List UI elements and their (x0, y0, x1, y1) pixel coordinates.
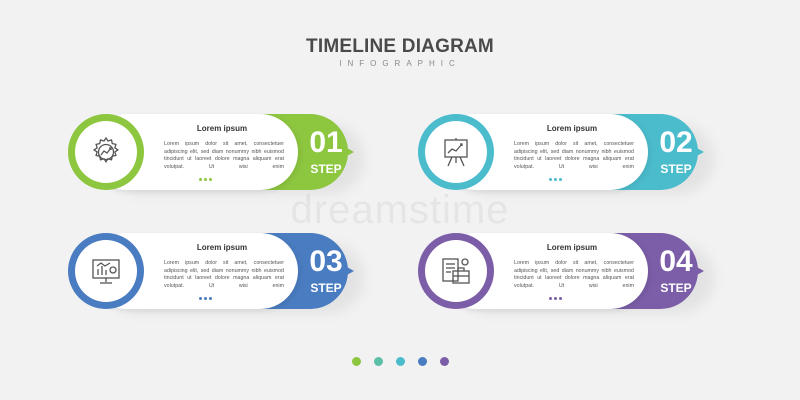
step-description: Lorem ipsum dolor sit amet, consectetuer… (514, 141, 634, 170)
step-heading: Lorem ipsum (196, 124, 248, 133)
step-dots (199, 178, 212, 181)
step-heading: Lorem ipsum (546, 243, 598, 252)
step-arrow (686, 142, 704, 162)
step-arrow (336, 142, 354, 162)
step-arrow (686, 261, 704, 281)
step-icon-holder (75, 240, 137, 302)
step-number: 04 (659, 245, 693, 278)
presentation-board-icon (444, 138, 468, 167)
document-briefcase-icon (442, 258, 470, 284)
timeline-step-4: Lorem ipsum Lorem ipsum dolor sit amet, … (418, 233, 728, 313)
pagination-dots (0, 357, 800, 366)
pagination-dot (351, 357, 361, 366)
step-icon-circle (68, 114, 144, 190)
timeline-step-1: Lorem ipsum Lorem ipsum dolor sit amet, … (68, 114, 378, 194)
step-dots (199, 297, 212, 300)
step-dots (549, 178, 562, 181)
pagination-dot (439, 357, 449, 366)
timeline-step-3: Lorem ipsum Lorem ipsum dolor sit amet, … (68, 233, 378, 313)
step-icon-holder (425, 121, 487, 183)
step-icon-holder (75, 121, 137, 183)
step-description: Lorem ipsum dolor sit amet, consectetuer… (514, 260, 634, 289)
diagram-subtitle: INFOGRAPHIC (339, 59, 461, 68)
gear-chart-icon (92, 136, 120, 163)
step-label: STEP (660, 162, 692, 176)
step-label: STEP (310, 281, 342, 295)
step-description: Lorem ipsum dolor sit amet, consectetuer… (164, 260, 284, 289)
step-heading: Lorem ipsum (196, 243, 248, 252)
step-arrow (336, 261, 354, 281)
monitor-chart-icon (92, 259, 120, 284)
timeline-step-2: Lorem ipsum Lorem ipsum dolor sit amet, … (418, 114, 728, 194)
watermark: dreamstime (290, 188, 510, 232)
step-label: STEP (310, 162, 342, 176)
step-number: 03 (309, 245, 343, 278)
step-description: Lorem ipsum dolor sit amet, consectetuer… (164, 141, 284, 170)
step-label: STEP (660, 281, 692, 295)
step-heading: Lorem ipsum (546, 124, 598, 133)
step-icon-circle (68, 233, 144, 309)
step-icon-holder (425, 240, 487, 302)
pagination-dot (395, 357, 405, 366)
step-dots (549, 297, 562, 300)
step-number: 02 (659, 126, 693, 159)
step-number: 01 (309, 126, 343, 159)
pagination-dot (417, 357, 427, 366)
step-icon-circle (418, 114, 494, 190)
pagination-dot (373, 357, 383, 366)
step-icon-circle (418, 233, 494, 309)
diagram-title: TIMELINE DIAGRAM (306, 36, 494, 57)
